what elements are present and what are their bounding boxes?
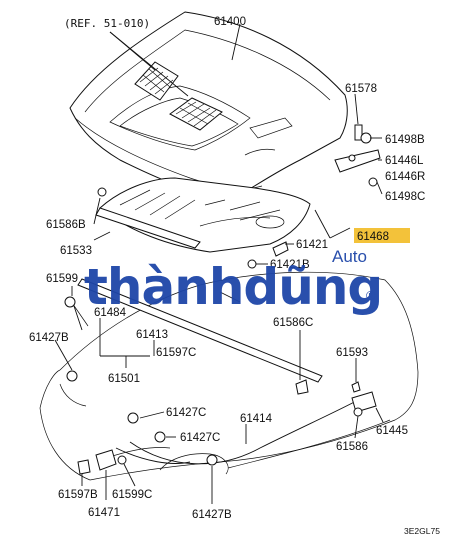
hood-panel (69, 11, 348, 201)
part-label: 61427C (166, 407, 206, 419)
clip-61421 (272, 241, 289, 257)
part-label: 61446L (385, 155, 424, 167)
watermark-registered: ® (366, 288, 376, 303)
part-label: 61421B (270, 259, 310, 271)
part-label: 61421 (296, 239, 328, 251)
hood-seal-strip (77, 278, 323, 383)
clip-61599 (64, 296, 76, 308)
clip-61427b-left (66, 370, 78, 382)
clip-61427c-a (127, 412, 139, 424)
hood-hinge-assembly (334, 124, 381, 187)
part-label: 61593 (336, 347, 368, 359)
part-label-highlighted: 61468 (357, 231, 389, 243)
clip-61599c (117, 455, 127, 465)
clip-61427b-bottom (206, 454, 218, 466)
part-label: 61498B (385, 134, 425, 146)
part-label: 61471 (88, 507, 120, 519)
part-label: 61597C (156, 347, 196, 359)
part-label: 61586C (273, 317, 313, 329)
part-label: 61414 (240, 413, 273, 425)
hood-latch-61445 (351, 391, 377, 413)
part-label: 61597B (58, 489, 98, 501)
clip-61586 (353, 407, 363, 417)
clip-61597b (77, 459, 91, 475)
figure-code: 3E2GL75 (404, 526, 440, 536)
bumper-61586c (295, 379, 309, 395)
hood-insulator (99, 177, 311, 253)
vehicle-body-outline (39, 271, 419, 481)
part-label: 61400 (214, 16, 246, 28)
watermark-brand: thànhdũng (84, 258, 382, 316)
part-label: 61586B (46, 219, 86, 231)
clip-61427c-b (154, 431, 166, 443)
part-label: 61427B (192, 509, 232, 521)
part-label: 61586 (336, 441, 368, 453)
watermark: thànhdũng Auto ® (84, 247, 383, 316)
ref-label: (REF. 51-010) (64, 17, 150, 30)
highlight-61468 (354, 228, 410, 243)
release-cable (129, 397, 363, 465)
clip-61586b (97, 187, 107, 197)
part-label: 61413 (136, 329, 168, 341)
part-label: 61446R (385, 171, 425, 183)
part-label: 61599C (112, 489, 152, 501)
front-weatherstrip (95, 207, 201, 249)
part-label: 61427C (180, 432, 220, 444)
part-label: 61484 (94, 307, 127, 319)
clip-61593 (351, 381, 361, 393)
part-label: 61445 (376, 425, 408, 437)
part-label: 61427B (29, 332, 69, 344)
part-label: 61599 (46, 273, 78, 285)
release-handle-61471 (95, 449, 117, 471)
part-label: 61578 (345, 83, 377, 95)
watermark-suffix: Auto (332, 247, 367, 266)
part-label: 61498C (385, 191, 425, 203)
part-label: 61533 (60, 245, 92, 257)
part-label: 61501 (108, 373, 140, 385)
